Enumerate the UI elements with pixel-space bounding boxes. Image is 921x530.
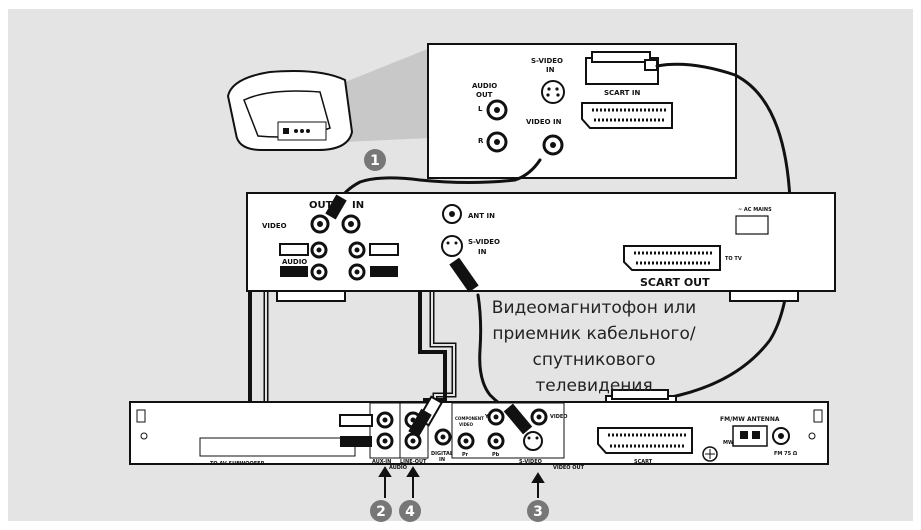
vcr-audio-label: AUDIO <box>282 258 307 266</box>
tv-audio-r-jack <box>486 131 508 153</box>
vcr-audio-in-jacks <box>348 241 399 281</box>
caption-line-2: приемник кабельного/ <box>492 324 696 344</box>
video-cable <box>338 158 542 202</box>
audio-out-label: AUDIO <box>472 82 497 90</box>
arrow-aux-in-head <box>378 466 392 477</box>
step-arrows <box>378 466 545 498</box>
caption-line-4: телевидения <box>535 376 653 396</box>
component-pr-jack <box>457 432 475 450</box>
ant-in-label: ANT IN <box>468 212 495 220</box>
arrow-line-out-head <box>406 466 420 477</box>
y-label: Y <box>484 414 489 420</box>
scart-in-label: SCART IN <box>604 89 640 97</box>
tv-scart-plug <box>585 51 659 85</box>
vcr-video-out-jack <box>310 214 330 234</box>
player-scart-socket <box>597 427 693 454</box>
vcr-svideo-label: S-VIDEO <box>468 238 500 246</box>
fm-antenna-jack <box>772 427 790 445</box>
line-out-jacks <box>404 395 444 450</box>
to-tv-label: TO TV <box>725 256 742 262</box>
ant-in-jack <box>442 204 462 224</box>
svg-text:4: 4 <box>405 504 415 520</box>
tv-video-in-jack <box>542 134 564 156</box>
tv-scart-socket <box>581 102 673 129</box>
pb-label: Pb <box>492 452 500 458</box>
player-svideo-label: S-VIDEO <box>519 459 542 465</box>
audio-l-label: L <box>478 105 483 113</box>
svg-text:3: 3 <box>533 504 543 520</box>
to-av-subwoofer-label: TO AV SUBWOOFER <box>210 461 265 467</box>
digital-in-jack <box>434 428 452 446</box>
aux-in-label: AUX-IN <box>372 459 391 465</box>
tv-icon <box>226 70 354 151</box>
arrow-svideo-head <box>531 472 545 483</box>
component-pb-jack <box>487 432 505 450</box>
step-badge-4: 4 <box>399 500 421 522</box>
svideo-in-label-2: IN <box>546 66 555 74</box>
digital-label: DIGITAL <box>431 451 454 457</box>
vcr-out-label: OUT <box>309 200 333 211</box>
vcr-svideo-jack <box>441 235 463 257</box>
caption-line-3: спутникового <box>532 350 656 370</box>
step-badge-2: 2 <box>370 500 392 522</box>
component-y-jack <box>487 408 505 426</box>
player-svideo-jack <box>523 431 543 451</box>
svideo-in-label: S-VIDEO <box>531 57 563 65</box>
player-scart-label: SCART <box>634 459 653 465</box>
scart-out-label: SCART OUT <box>640 276 710 289</box>
vcr-svideo-plug <box>449 257 479 293</box>
dvd-player-unit: TO AV SUBWOOFER AUX-IN LINE-OUT AUDIO DI… <box>129 395 829 471</box>
vcr-video-plug <box>325 194 347 220</box>
vcr-in-label: IN <box>352 200 364 211</box>
ac-mains-label: ~ AC MAINS <box>738 207 772 213</box>
device-caption: Видеомагнитофон или приемник кабельного/… <box>478 295 710 399</box>
vcr-unit: OUT IN VIDEO AUDIO ANT IN S-VIDEO IN SCA… <box>246 192 836 302</box>
audio-out-label-2: OUT <box>476 91 493 99</box>
vcr-audio-out-jacks <box>279 241 328 281</box>
component-label: COMPONENT <box>455 416 484 421</box>
fm-mw-antenna-label: FM/MW ANTENNA <box>720 416 780 423</box>
cvbs-video-label: VIDEO <box>550 414 568 420</box>
tv-svideo-jack <box>541 80 565 104</box>
mw-label: MW <box>723 440 734 446</box>
aux-in-jacks <box>339 411 394 450</box>
ac-mains-socket <box>735 215 769 235</box>
player-audio-label: AUDIO <box>389 465 407 471</box>
svg-text:2: 2 <box>376 504 386 520</box>
line-out-label: LINE-OUT <box>400 459 427 465</box>
fm-label: FM 75 Ω <box>774 451 798 457</box>
tv-audio-l-jack <box>486 99 508 121</box>
step-badge-3: 3 <box>527 500 549 522</box>
fan-vent <box>702 446 718 462</box>
caption-line-1: Видеомагнитофон или <box>491 298 697 318</box>
cvbs-video-jack <box>530 408 548 426</box>
audio-r-label: R <box>478 137 484 145</box>
mw-antenna-terminal <box>732 425 768 447</box>
step-badge-1: 1 <box>364 149 386 171</box>
vcr-video-in-jack <box>341 214 361 234</box>
video-out-label: VIDEO OUT <box>553 465 585 471</box>
vcr-video-label: VIDEO <box>262 222 287 230</box>
digital-in-label: IN <box>439 457 445 463</box>
player-svideo-plug <box>503 403 533 435</box>
vcr-scart-socket <box>623 245 721 271</box>
video-in-label: VIDEO IN <box>526 118 562 126</box>
vcr-svideo-in-label: IN <box>478 248 487 256</box>
tv-back-panel: AUDIO OUT L R S-VIDEO IN VIDEO IN SCART … <box>427 43 737 179</box>
svg-text:1: 1 <box>370 153 380 169</box>
pr-label: Pr <box>462 452 469 458</box>
component-video-label: VIDEO <box>459 422 474 427</box>
